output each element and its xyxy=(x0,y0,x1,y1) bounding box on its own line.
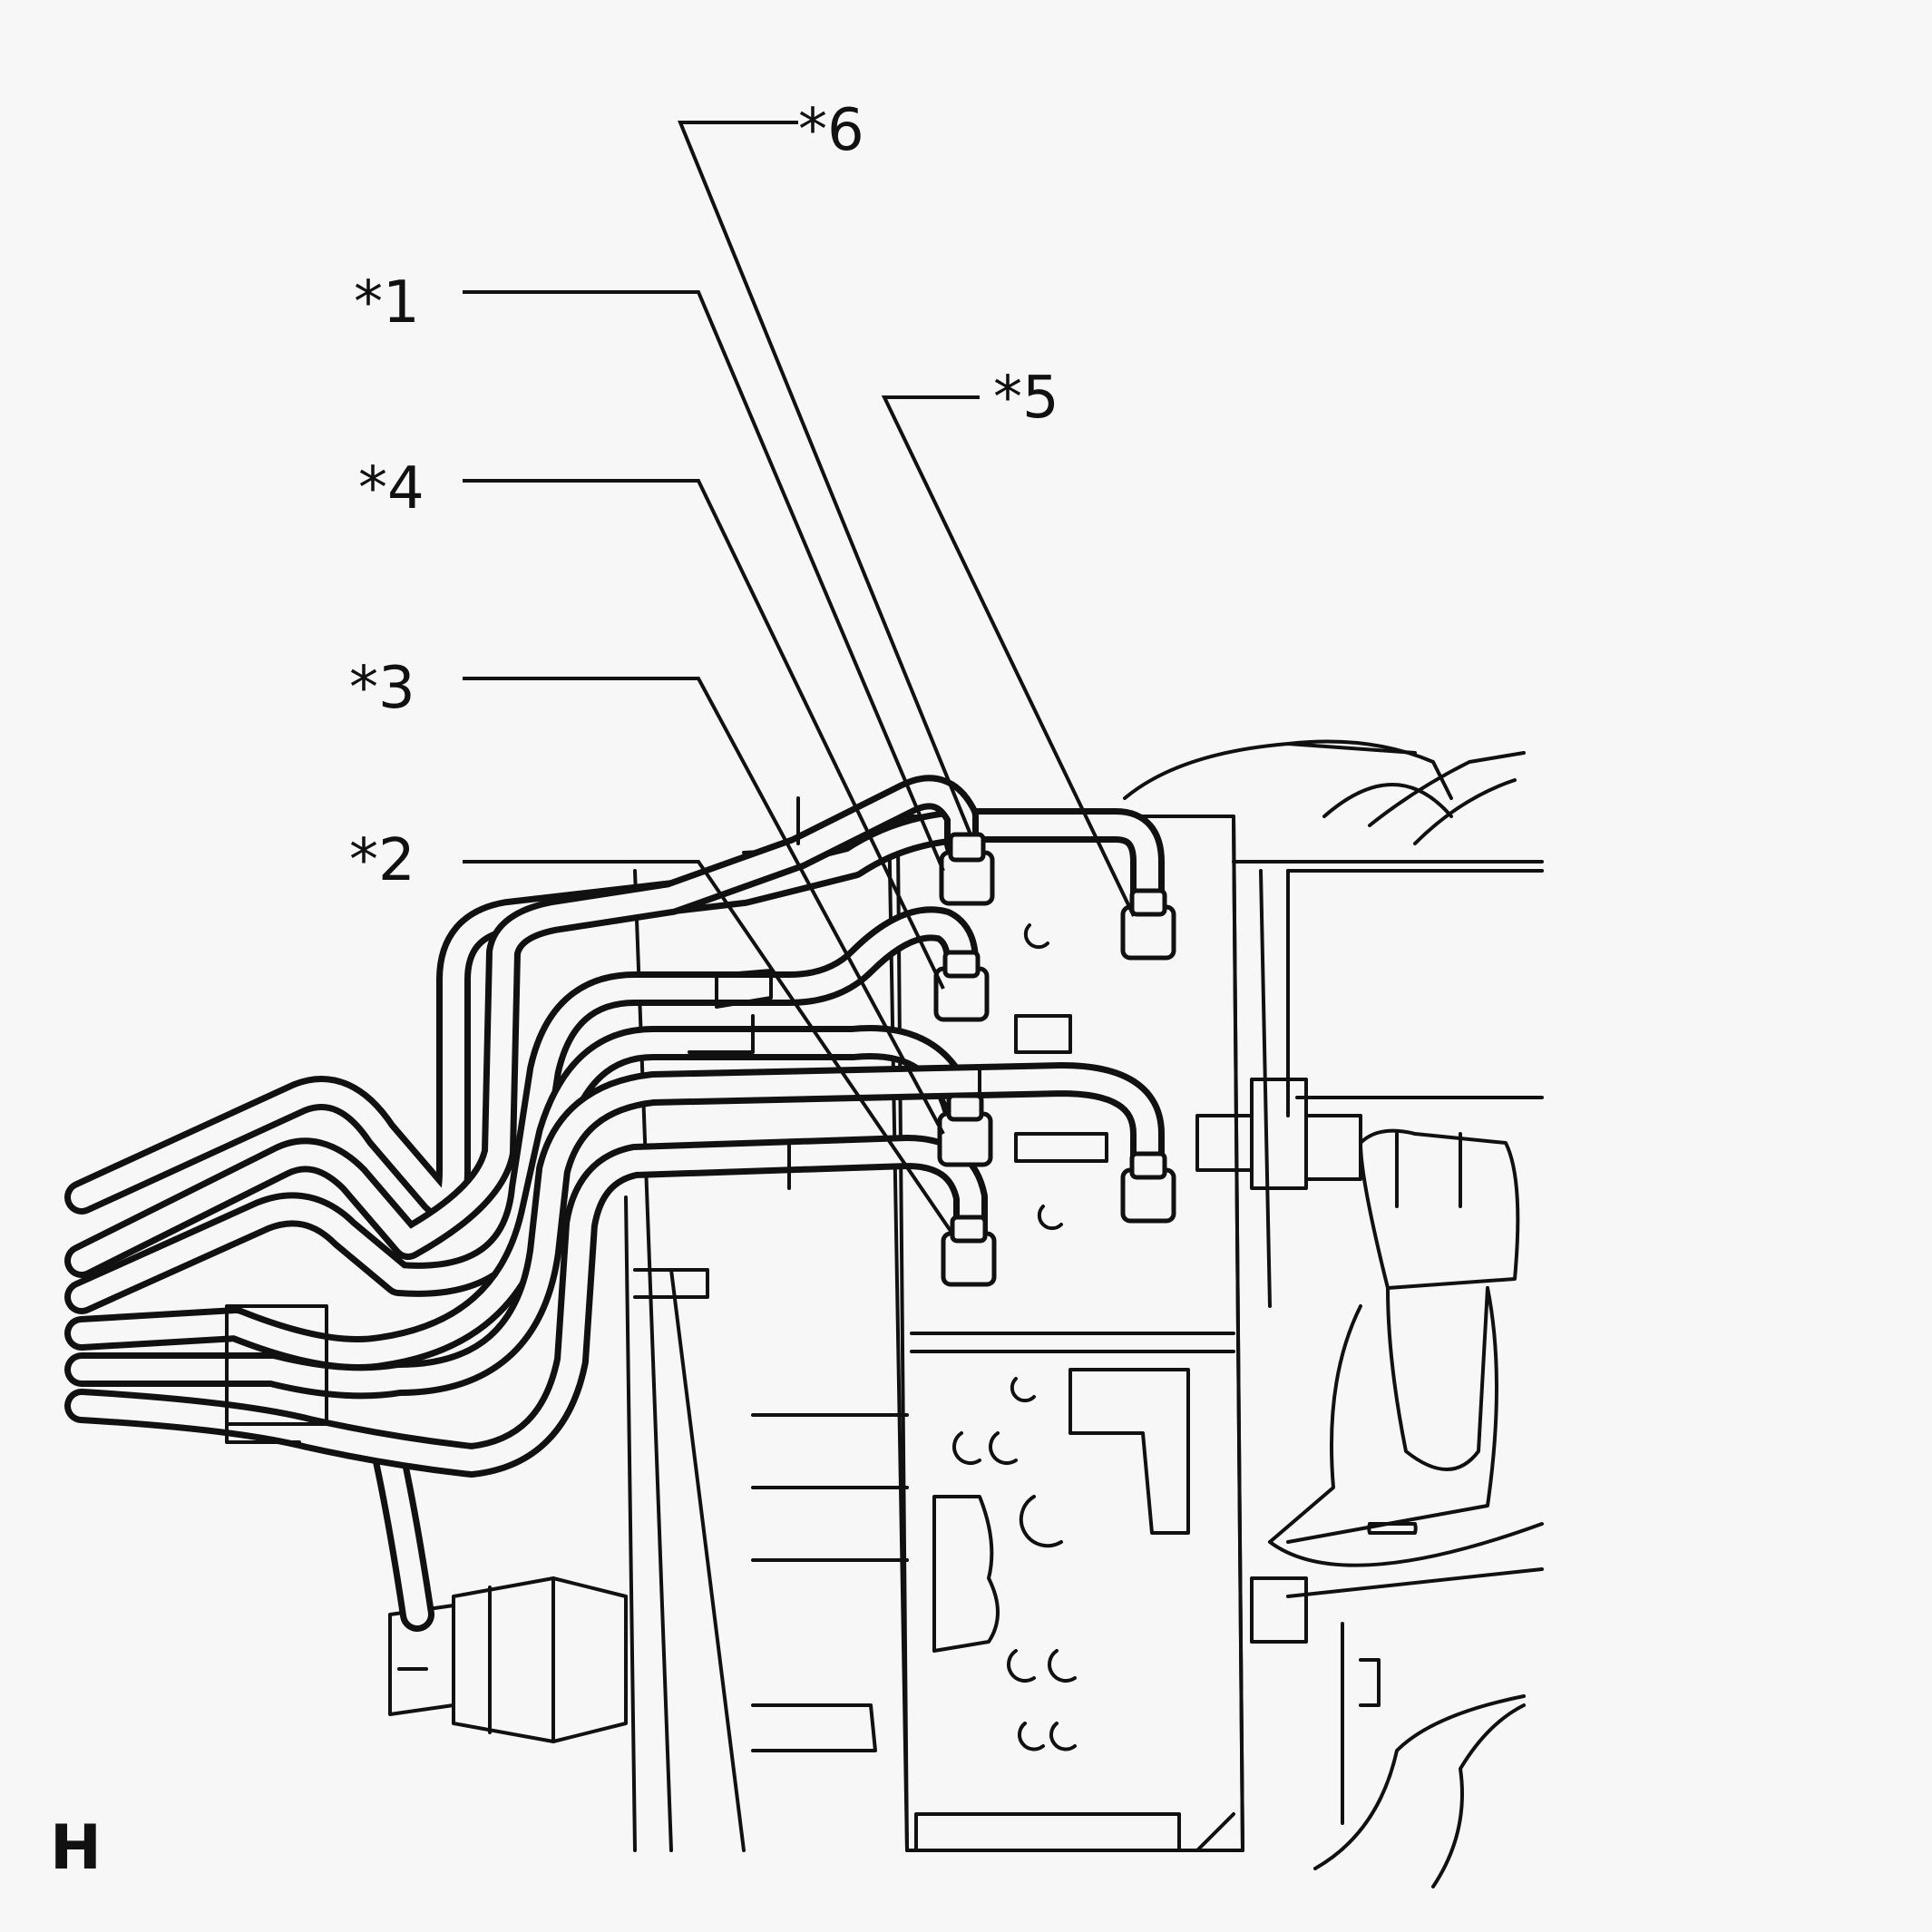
flare-nut xyxy=(939,832,995,906)
actuator-housing xyxy=(624,739,1453,1852)
callout-label-5: *5 xyxy=(993,365,1059,432)
master-cylinder xyxy=(373,1443,628,1743)
leader-line-6 xyxy=(678,121,972,835)
leader-line-5 xyxy=(881,395,1136,917)
leader-line-4 xyxy=(463,479,945,990)
flare-nuts xyxy=(933,832,1176,1287)
leader-line-2 xyxy=(463,860,954,1235)
flare-nut xyxy=(933,950,990,1022)
flare-nut xyxy=(1120,1151,1176,1224)
right-side-assembly xyxy=(1195,751,1544,1888)
callout-label-2: *2 xyxy=(349,827,415,894)
leader-line-1 xyxy=(463,290,945,872)
callout-labels: *6 *1 *5 *4 *3 *2 xyxy=(349,97,1059,894)
flare-nut xyxy=(937,1093,993,1167)
callout-label-6: *6 xyxy=(798,97,864,164)
brake-pipes xyxy=(64,775,1165,1478)
flare-nut xyxy=(941,1215,997,1287)
callout-label-4: *4 xyxy=(358,455,424,522)
callout-leaders xyxy=(463,121,1136,1235)
leader-line-3 xyxy=(463,677,945,1135)
flare-nut xyxy=(1120,888,1176,961)
callout-label-3: *3 xyxy=(349,655,415,722)
callout-label-1: *1 xyxy=(354,269,420,337)
view-code-label: H xyxy=(50,1812,102,1884)
